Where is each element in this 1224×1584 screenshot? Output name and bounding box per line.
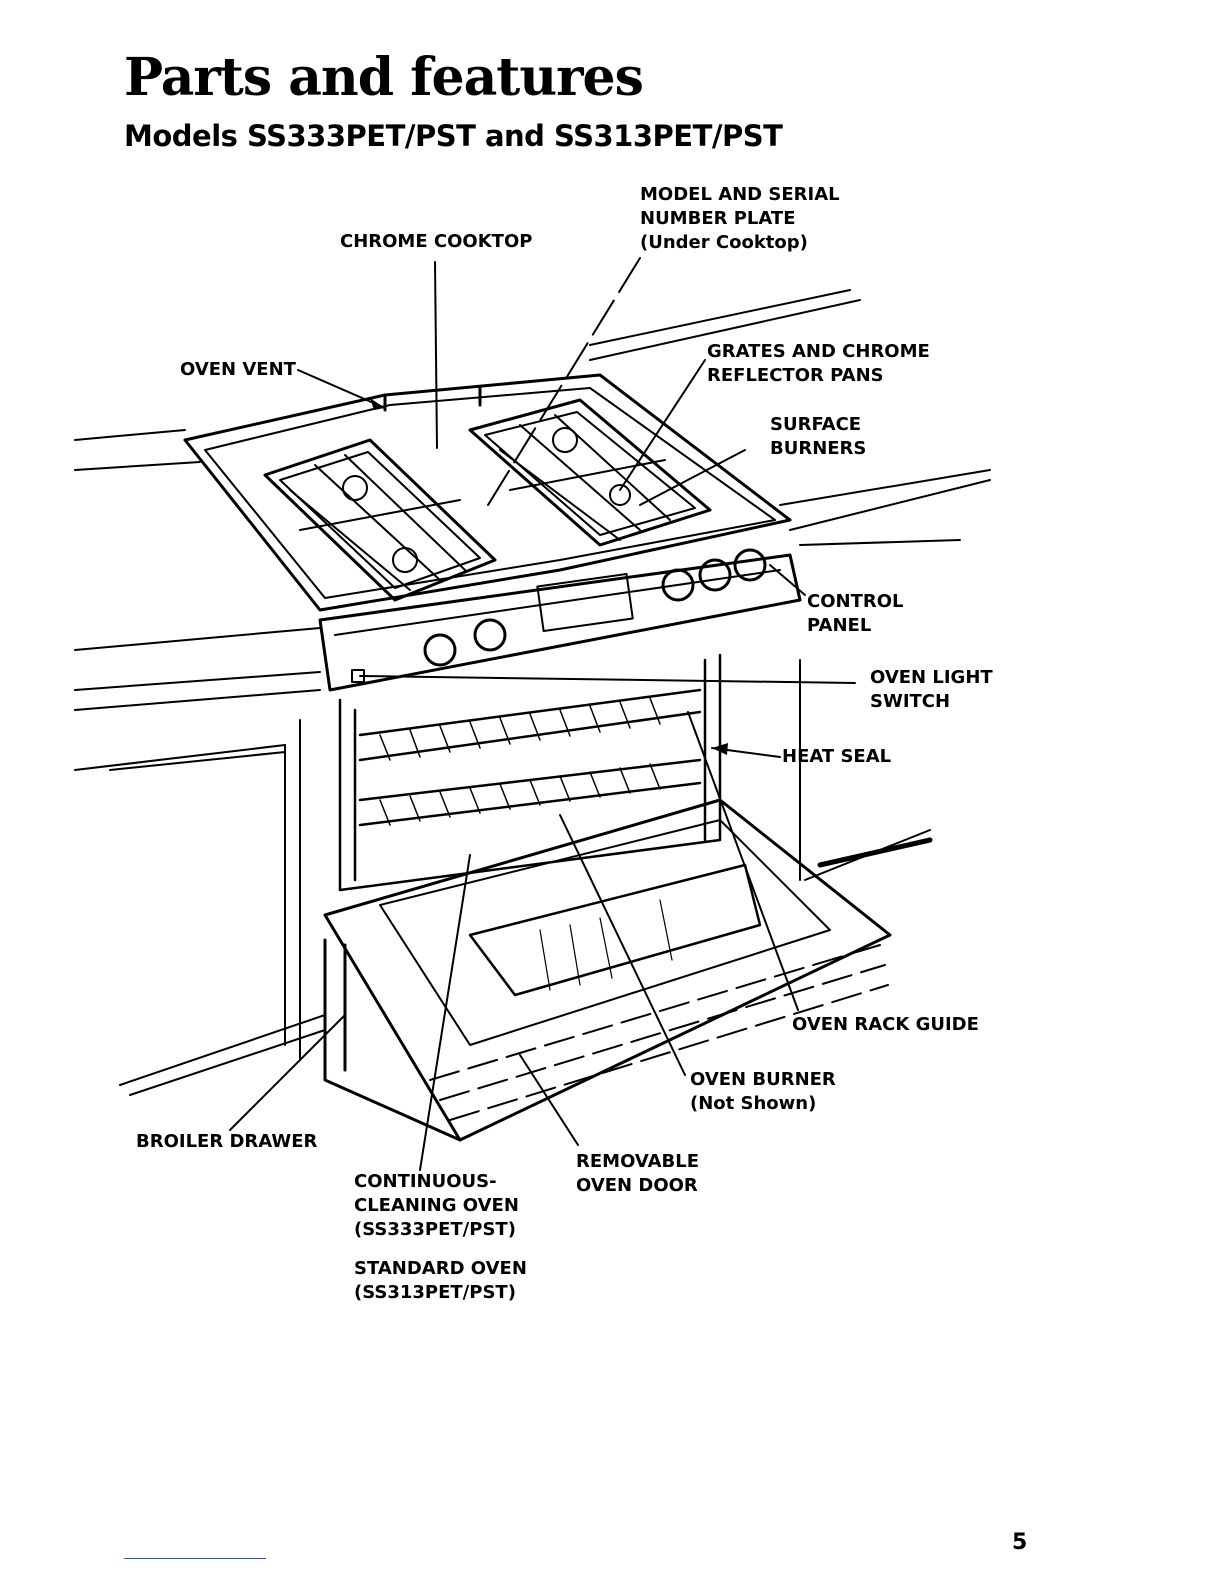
broiler-drawer-drawing bbox=[323, 938, 462, 1142]
heat-seal-label: HEAT SEAL bbox=[782, 746, 892, 767]
oven-rack-guide-label: OVEN RACK GUIDE bbox=[792, 1014, 979, 1035]
standard-oven-label: STANDARD OVEN (SS313PET/PST) bbox=[354, 1258, 527, 1303]
control-panel-drawing bbox=[318, 548, 802, 692]
control-panel-label: CONTROL PANEL bbox=[807, 591, 904, 636]
page-subtitle: Models SS333PET/PST and SS313PET/PST bbox=[124, 119, 783, 153]
arrow-heads bbox=[370, 398, 728, 755]
oven-cavity bbox=[338, 653, 722, 892]
page-number: 5 bbox=[1012, 1530, 1028, 1555]
oven-door-drawing bbox=[323, 798, 892, 1142]
oven-vent-label: OVEN VENT bbox=[180, 359, 296, 380]
removable-oven-door-label: REMOVABLE OVEN DOOR bbox=[576, 1151, 700, 1196]
oven-burner-label: OVEN BURNER (Not Shown) bbox=[690, 1069, 836, 1114]
broiler-drawer-label: BROILER DRAWER bbox=[136, 1131, 318, 1152]
surface-burners-label: SURFACE BURNERS bbox=[770, 414, 867, 459]
counter-lines bbox=[74, 289, 991, 1096]
oven-light-switch-label: OVEN LIGHT SWITCH bbox=[870, 667, 993, 712]
leader-lines bbox=[229, 257, 856, 1171]
grates-label: GRATES AND CHROME REFLECTOR PANS bbox=[707, 341, 930, 386]
model-serial-label: MODEL AND SERIAL NUMBER PLATE (Under Coo… bbox=[640, 184, 840, 253]
cooktop bbox=[183, 373, 792, 612]
chrome-cooktop-label: CHROME COOKTOP bbox=[340, 231, 533, 252]
continuous-cleaning-label: CONTINUOUS- CLEANING OVEN (SS333PET/PST) bbox=[354, 1171, 519, 1240]
page-title: Parts and features bbox=[124, 47, 644, 108]
footer-rule bbox=[124, 1558, 266, 1559]
